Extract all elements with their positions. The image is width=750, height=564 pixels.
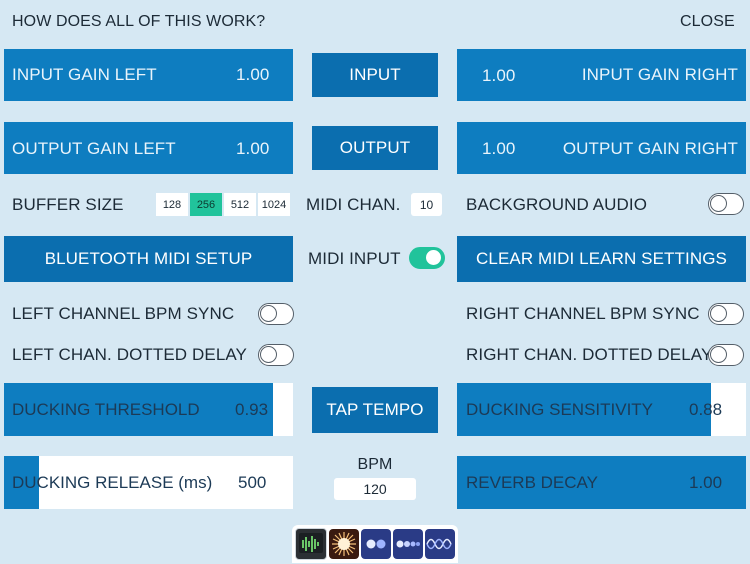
bpm-label: BPM bbox=[357, 456, 393, 473]
ducking-release-value: 500 bbox=[238, 472, 267, 492]
slider-fill bbox=[457, 383, 712, 436]
toggle-knob bbox=[425, 249, 442, 266]
output-gain-left-value: 1.00 bbox=[236, 139, 270, 158]
midi-channel-field[interactable]: 10 bbox=[411, 193, 442, 216]
ducking-sensitivity-value: 0.88 bbox=[689, 399, 723, 419]
midi-input-toggle[interactable] bbox=[409, 247, 445, 269]
ducking-threshold-slider[interactable]: DUCKING THRESHOLD 0.93 bbox=[4, 383, 293, 436]
close-button[interactable]: CLOSE bbox=[680, 13, 735, 30]
input-gain-right-value: 1.00 bbox=[482, 66, 516, 85]
bluetooth-midi-setup-button[interactable]: BLUETOOTH MIDI SETUP bbox=[4, 236, 293, 282]
right-bpm-sync-label: RIGHT CHANNEL BPM SYNC bbox=[466, 304, 700, 323]
tap-tempo-button[interactable]: TAP TEMPO bbox=[312, 387, 438, 433]
buffer-size-selector: 128 256 512 1024 bbox=[156, 193, 290, 216]
output-gain-right-value: 1.00 bbox=[482, 139, 516, 158]
bpm-field[interactable]: 120 bbox=[334, 478, 416, 500]
reverb-decay-label: REVERB DECAY bbox=[466, 472, 598, 492]
output-gain-left-slider[interactable]: OUTPUT GAIN LEFT 1.00 bbox=[4, 122, 293, 174]
ducking-threshold-value: 0.93 bbox=[235, 399, 269, 419]
slider-fill bbox=[4, 383, 273, 436]
background-audio-label: BACKGROUND AUDIO bbox=[466, 195, 648, 214]
slider-fill bbox=[457, 456, 746, 509]
right-dotted-delay-toggle[interactable] bbox=[708, 344, 744, 366]
right-dotted-delay-label: RIGHT CHAN. DOTTED DELAY bbox=[466, 345, 713, 364]
output-gain-right-label: OUTPUT GAIN RIGHT bbox=[562, 139, 738, 158]
toggle-knob bbox=[260, 305, 277, 322]
input-gain-left-value: 1.00 bbox=[236, 65, 270, 84]
input-gain-right-label: INPUT GAIN RIGHT bbox=[581, 65, 738, 84]
help-link[interactable]: HOW DOES ALL OF THIS WORK? bbox=[12, 13, 266, 30]
buffer-option-128[interactable]: 128 bbox=[156, 193, 188, 216]
ducking-release-label: DUCKING RELEASE (ms) bbox=[12, 472, 213, 492]
reverb-decay-value: 1.00 bbox=[689, 472, 723, 492]
input-gain-left-slider[interactable]: INPUT GAIN LEFT 1.00 bbox=[4, 49, 293, 101]
ducking-sensitivity-label: DUCKING SENSITIVITY bbox=[466, 399, 654, 419]
input-button[interactable]: INPUT bbox=[312, 53, 438, 97]
left-bpm-sync-toggle[interactable] bbox=[258, 303, 294, 325]
left-dotted-delay-toggle[interactable] bbox=[258, 344, 294, 366]
right-bpm-sync-toggle[interactable] bbox=[708, 303, 744, 325]
output-button[interactable]: OUTPUT bbox=[312, 126, 438, 170]
starburst-app-icon[interactable] bbox=[329, 529, 359, 559]
toggle-knob bbox=[710, 346, 727, 363]
sine-wave-app-icon[interactable] bbox=[425, 529, 455, 559]
multi-dots-app-icon[interactable] bbox=[393, 529, 423, 559]
clear-midi-learn-button[interactable]: CLEAR MIDI LEARN SETTINGS bbox=[457, 236, 746, 282]
app-tab-bar bbox=[292, 525, 458, 563]
toggle-knob bbox=[710, 195, 727, 212]
input-gain-left-label: INPUT GAIN LEFT bbox=[12, 65, 157, 84]
output-gain-left-label: OUTPUT GAIN LEFT bbox=[12, 139, 176, 158]
ducking-threshold-label: DUCKING THRESHOLD bbox=[12, 399, 200, 419]
output-gain-right-slider[interactable]: 1.00 OUTPUT GAIN RIGHT bbox=[457, 122, 746, 174]
waveform-app-icon[interactable] bbox=[295, 528, 327, 560]
slider-fill bbox=[4, 456, 39, 509]
midi-input-label: MIDI INPUT bbox=[308, 249, 401, 268]
buffer-option-256[interactable]: 256 bbox=[190, 193, 222, 216]
toggle-knob bbox=[260, 346, 277, 363]
left-bpm-sync-label: LEFT CHANNEL BPM SYNC bbox=[12, 304, 235, 323]
buffer-option-512[interactable]: 512 bbox=[224, 193, 256, 216]
reverb-decay-slider[interactable]: REVERB DECAY 1.00 bbox=[457, 456, 746, 509]
ducking-release-slider[interactable]: DUCKING RELEASE (ms) 500 bbox=[4, 456, 293, 509]
midi-channel-label: MIDI CHAN. bbox=[306, 195, 401, 214]
background-audio-toggle[interactable] bbox=[708, 193, 744, 215]
input-gain-right-slider[interactable]: 1.00 INPUT GAIN RIGHT bbox=[457, 49, 746, 101]
toggle-knob bbox=[710, 305, 727, 322]
ducking-sensitivity-slider[interactable]: DUCKING SENSITIVITY 0.88 bbox=[457, 383, 746, 436]
buffer-size-label: BUFFER SIZE bbox=[12, 195, 124, 214]
two-dots-app-icon[interactable] bbox=[361, 529, 391, 559]
left-dotted-delay-label: LEFT CHAN. DOTTED DELAY bbox=[12, 345, 247, 364]
buffer-option-1024[interactable]: 1024 bbox=[258, 193, 290, 216]
